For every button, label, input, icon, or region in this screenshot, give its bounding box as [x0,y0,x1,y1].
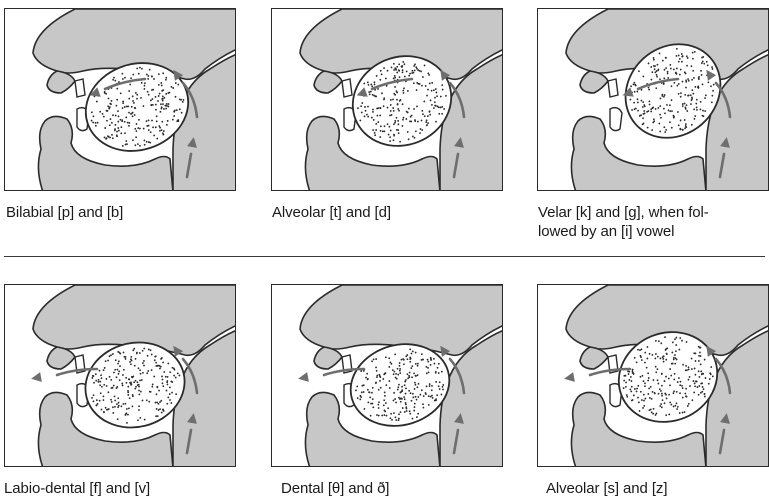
panel-labiodental [4,284,236,467]
vocal-tract-diagram [538,285,769,467]
lower-teeth [610,108,622,131]
caption-labiodental: Labio-dental [f] and [v] [4,479,150,498]
vocal-tract-diagram [272,285,503,467]
caption-alveolar-fricative: Alveolar [s] and [z] [546,479,667,498]
caption-alveolar-stop: Alveolar [t] and [d] [272,203,391,222]
panel-velar [537,8,769,191]
row-divider [4,256,765,257]
caption-dental: Dental [θ] and ð] [281,479,389,498]
caption-bilabial: Bilabial [p] and [b] [6,203,123,222]
caption-velar: Velar [k] and [g], when fol- lowed by an… [538,203,766,241]
vocal-tract-diagram [5,9,236,191]
vocal-tract-diagram [5,285,236,467]
panel-alveolar-fricative [537,284,769,467]
upper-lip [47,71,75,93]
panel-alveolar-stop [271,8,503,191]
upper-teeth [75,79,85,97]
upper-lip [314,71,342,93]
airflow-arrow-exit-head [563,372,575,384]
upper-teeth [608,79,618,97]
airflow-arrow-exit-head [30,372,42,384]
airflow-arrow-exit-head [297,372,309,384]
upper-lip [580,347,608,369]
vocal-tract-diagram [538,9,769,191]
upper-teeth [342,79,352,97]
vocal-tract-diagram [272,9,503,191]
upper-lip [47,347,75,369]
upper-lip [580,71,608,93]
panel-dental [271,284,503,467]
upper-lip [314,347,342,369]
panel-bilabial [4,8,236,191]
